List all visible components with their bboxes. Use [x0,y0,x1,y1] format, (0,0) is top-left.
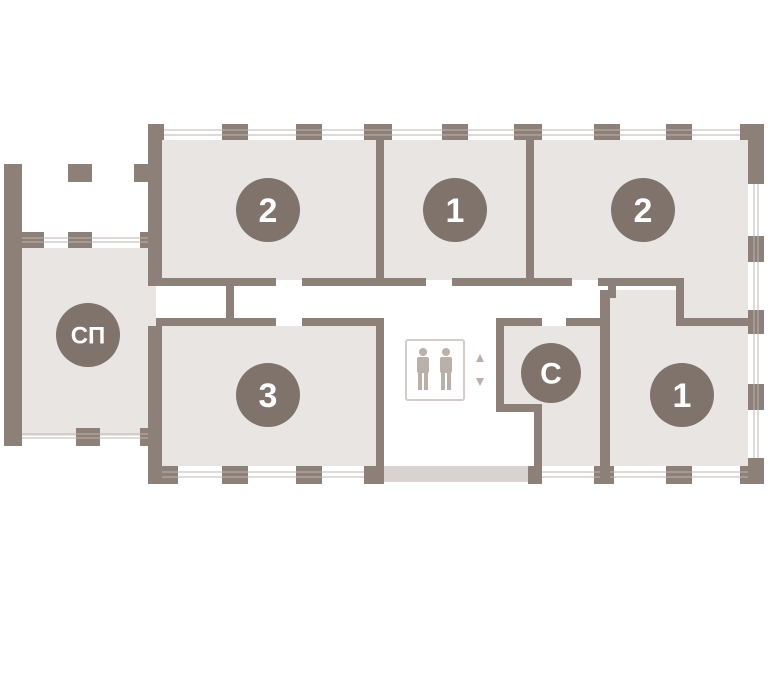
rooms-badge [236,363,300,427]
apartment-1-right[interactable]: 1 [608,290,748,466]
elevator-icon [405,339,465,401]
rooms-badge [650,363,714,427]
apartment-studio[interactable]: С [502,326,600,466]
rooms-label: 1 [446,192,465,230]
elevator-arrows-icon [476,354,484,386]
apartment-3[interactable]: 3 [162,326,376,466]
rooms-label: 1 [673,377,692,415]
apartment-1-top[interactable]: 1 [384,140,526,280]
rooms-label: 2 [634,192,653,230]
entrance-threshold [384,466,528,482]
rooms-label: СП [71,323,106,350]
rooms-badge [611,178,675,242]
rooms-label: С [540,358,562,391]
rooms-label: 2 [259,192,278,230]
apartment-2-left[interactable]: 2 [162,140,376,280]
rooms-label: 3 [259,377,278,415]
rooms-badge [521,343,581,403]
apartment-2-right[interactable]: 2 [534,140,748,320]
walls [4,124,764,484]
apartment-studio-left[interactable]: СП [20,248,156,436]
rooms-badge [423,178,487,242]
rooms-badge [236,178,300,242]
rooms-badge [56,303,120,367]
